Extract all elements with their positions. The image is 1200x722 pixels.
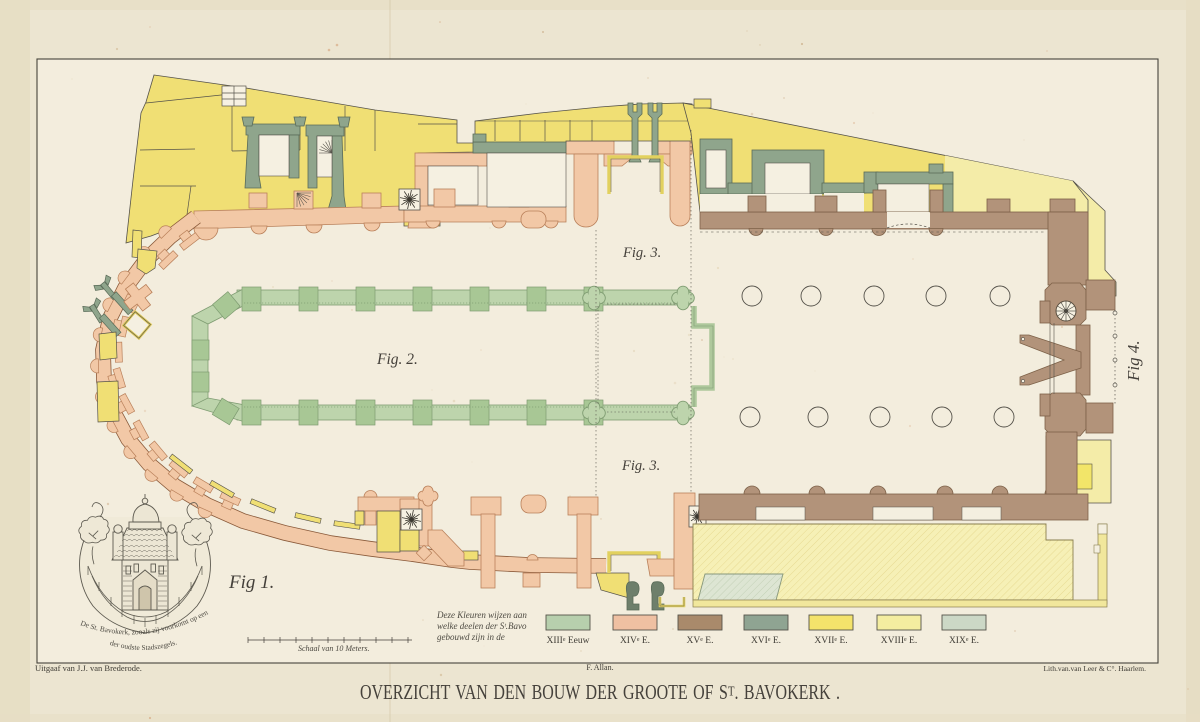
svg-text:Fig. 2.: Fig. 2. (376, 351, 418, 368)
svg-text:Deze Kleuren wijzen aan: Deze Kleuren wijzen aan (436, 610, 527, 620)
svg-text:gebouwd zijn in de: gebouwd zijn in de (437, 632, 505, 642)
svg-text:XIIIe Eeuw: XIIIe Eeuw (546, 636, 589, 646)
svg-text:Uitgaaf van J.J. van Brederode: Uitgaaf van J.J. van Brederode. (35, 663, 142, 673)
svg-text:Fig 1.: Fig 1. (228, 572, 274, 593)
svg-text:Lith.van.van Leer & C°. Haarle: Lith.van.van Leer & C°. Haarlem. (1043, 664, 1146, 673)
svg-text:XIXe E.: XIXe E. (949, 636, 979, 646)
svg-text:XVIIe E.: XVIIe E. (814, 636, 847, 646)
svg-text:welke deelen der Sᵗ.Bavo: welke deelen der Sᵗ.Bavo (437, 621, 527, 631)
svg-text:Schaal van 10 Meters.: Schaal van 10 Meters. (298, 644, 370, 653)
svg-text:Fig 4.: Fig 4. (1124, 340, 1143, 382)
svg-text:XVIIIe E.: XVIIIe E. (881, 636, 917, 646)
svg-text:XVe E.: XVe E. (687, 636, 714, 646)
svg-text:Fig. 3.: Fig. 3. (621, 458, 660, 474)
svg-text:XIVe E.: XIVe E. (620, 636, 650, 646)
svg-text:OVERZICHT VAN DEN BOUW DER GRO: OVERZICHT VAN DEN BOUW DER GROOTE OF ST.… (360, 681, 840, 705)
svg-text:F. Allan.: F. Allan. (586, 663, 613, 672)
svg-text:Fig. 3.: Fig. 3. (622, 245, 661, 261)
svg-text:XVIe E.: XVIe E. (751, 636, 781, 646)
